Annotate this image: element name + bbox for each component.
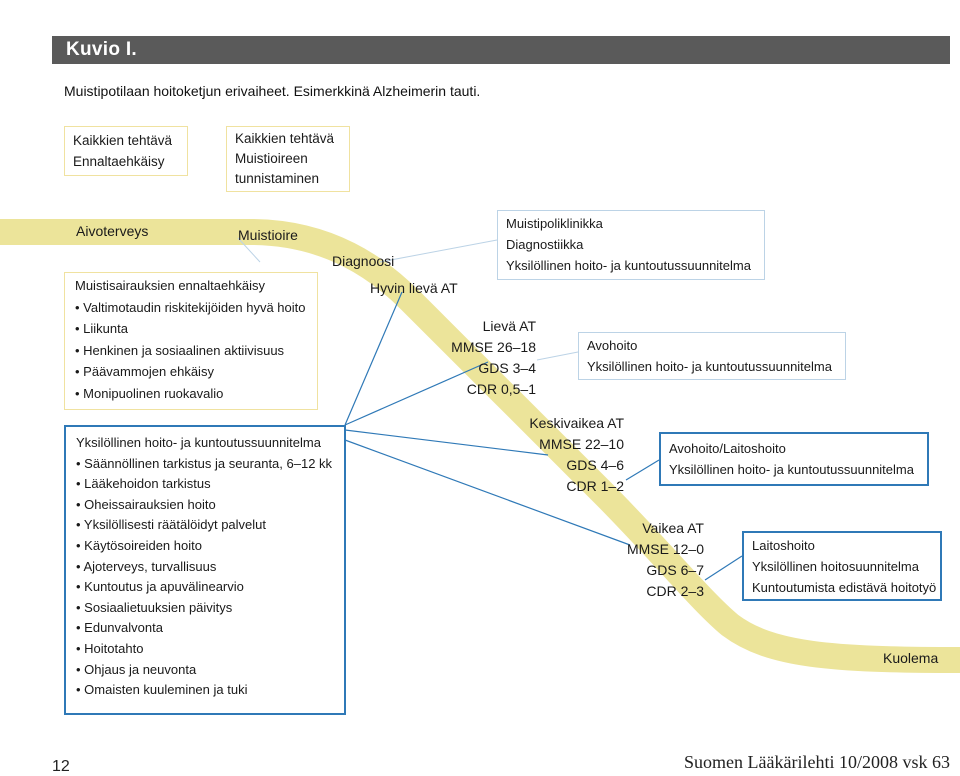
list-item: • Liikunta <box>75 321 128 336</box>
list-item: • Henkinen ja sosiaalinen aktiivisuus <box>75 342 285 358</box>
box-line: Kuntoutumista edistävä hoitotyö <box>752 580 937 595</box>
list-item: • Lääkehoidon tarkistus <box>76 476 211 492</box>
list-item: • Monipuolinen ruokavalio <box>75 385 224 401</box>
list-item: • Oheissairauksien hoito <box>76 496 216 512</box>
box-line: Ennaltaehkäisy <box>73 154 165 169</box>
box-line: Avohoito/Laitoshoito <box>669 441 786 456</box>
stage-line: CDR 1–2 <box>566 478 624 494</box>
page-number: 12 <box>52 758 70 775</box>
connector-line <box>344 361 489 426</box>
list-item: • Sosiaalietuuksien päivitys <box>76 599 233 615</box>
box-line: Avohoito <box>587 338 638 353</box>
list-item: • Valtimotaudin riskitekijöiden hyvä hoi… <box>75 299 306 315</box>
right-box-outpatient: Avohoito Yksilöllinen hoito- ja kuntoutu… <box>578 332 846 380</box>
box-line: Muistipoliklinikka <box>506 216 603 231</box>
stage-severe: Vaikea AT MMSE 12–0 GDS 6–7 CDR 2–3 <box>600 518 704 602</box>
stage-line: CDR 2–3 <box>646 583 704 599</box>
stage-line: GDS 6–7 <box>646 562 704 578</box>
connector-line <box>237 237 261 263</box>
figure-caption: Muistipotilaan hoitoketjun erivaiheet. E… <box>64 83 481 99</box>
list-item: • Ajoterveys, turvallisuus <box>76 558 217 574</box>
stage-line: Vaikea AT <box>642 520 704 536</box>
prevention-box: Muistisairauksien ennaltaehkäisy • Valti… <box>64 272 318 410</box>
header-bar: Kuvio I. <box>52 36 950 64</box>
stage-moderate: Keskivaikea AT MMSE 22–10 GDS 4–6 CDR 1–… <box>510 413 624 497</box>
top-box-prevention: Kaikkien tehtävä Ennaltaehkäisy <box>64 126 188 176</box>
stage-line: MMSE 22–10 <box>539 436 624 452</box>
list-item: • Hoitotahto <box>76 640 144 656</box>
list-item: • Yksilöllisesti räätälöidyt palvelut <box>76 517 267 533</box>
connector-line <box>344 291 403 426</box>
curve-label-hyvin-lieva: Hyvin lievä AT <box>370 280 458 296</box>
list-item: • Käytösoireiden hoito <box>76 537 202 553</box>
curve-label-aivoterveys: Aivoterveys <box>76 223 149 239</box>
box-line: Yksilöllinen hoitosuunnitelma <box>752 559 919 574</box>
right-box-memory-clinic: Muistipoliklinikka Diagnostiikka Yksilöl… <box>497 210 765 280</box>
list-item: • Kuntoutus ja apuvälinearvio <box>76 579 244 595</box>
list-item: • Ohjaus ja neuvonta <box>76 661 197 677</box>
right-box-institutional: Laitoshoito Yksilöllinen hoitosuunnitelm… <box>742 531 942 601</box>
care-plan-box: Yksilöllinen hoito- ja kuntoutussuunnite… <box>64 425 346 715</box>
box-line: Laitoshoito <box>752 538 815 553</box>
list-item: • Päävammojen ehkäisy <box>75 364 214 379</box>
curve-label-diagnoosi: Diagnoosi <box>332 253 395 269</box>
care-plan-title: Yksilöllinen hoito- ja kuntoutussuunnite… <box>76 435 321 450</box>
prevention-title: Muistisairauksien ennaltaehkäisy <box>75 278 266 293</box>
stage-line: MMSE 26–18 <box>451 339 536 355</box>
journal-citation: Suomen Lääkärilehti 10/2008 vsk 63 <box>684 752 950 772</box>
box-line: Kaikkien tehtävä <box>235 131 335 146</box>
box-line: Yksilöllinen hoito- ja kuntoutussuunnite… <box>669 462 914 477</box>
connector-line <box>536 351 579 361</box>
list-item: • Säännöllinen tarkistus ja seuranta, 6–… <box>76 455 333 471</box>
curve-label-muistioire: Muistioire <box>238 227 298 243</box>
list-item: • Omaisten kuuleminen ja tuki <box>76 682 248 698</box>
disease-progression-curve <box>0 219 960 673</box>
connector-line <box>379 239 498 263</box>
list-item: • Edunvalvonta <box>76 620 163 636</box>
stage-mild: Lievä AT MMSE 26–18 GDS 3–4 CDR 0,5–1 <box>436 316 536 400</box>
stage-line: Lievä AT <box>482 318 536 334</box>
connector-line <box>344 439 631 546</box>
right-box-outpatient-institutional: Avohoito/Laitoshoito Yksilöllinen hoito-… <box>659 432 929 486</box>
box-line: tunnistaminen <box>235 171 320 186</box>
connector-line <box>704 555 743 581</box>
curve-label-kuolema: Kuolema <box>883 650 939 666</box>
box-line: Diagnostiikka <box>506 237 584 252</box>
stage-line: Keskivaikea AT <box>529 415 624 431</box>
connector-line <box>344 429 549 456</box>
connector-line <box>625 459 660 481</box>
top-box-recognition: Kaikkien tehtävä Muistioireen tunnistami… <box>226 126 350 192</box>
box-line: Yksilöllinen hoito- ja kuntoutussuunnite… <box>506 258 751 273</box>
box-line: Kaikkien tehtävä <box>73 133 173 148</box>
stage-line: CDR 0,5–1 <box>466 381 536 397</box>
stage-line: MMSE 12–0 <box>626 541 704 557</box>
figure-title: Kuvio I. <box>66 39 138 60</box>
stage-line: GDS 3–4 <box>478 360 536 376</box>
box-line: Muistioireen <box>235 151 308 166</box>
stage-line: GDS 4–6 <box>566 457 624 473</box>
box-line: Yksilöllinen hoito- ja kuntoutussuunnite… <box>587 359 832 374</box>
